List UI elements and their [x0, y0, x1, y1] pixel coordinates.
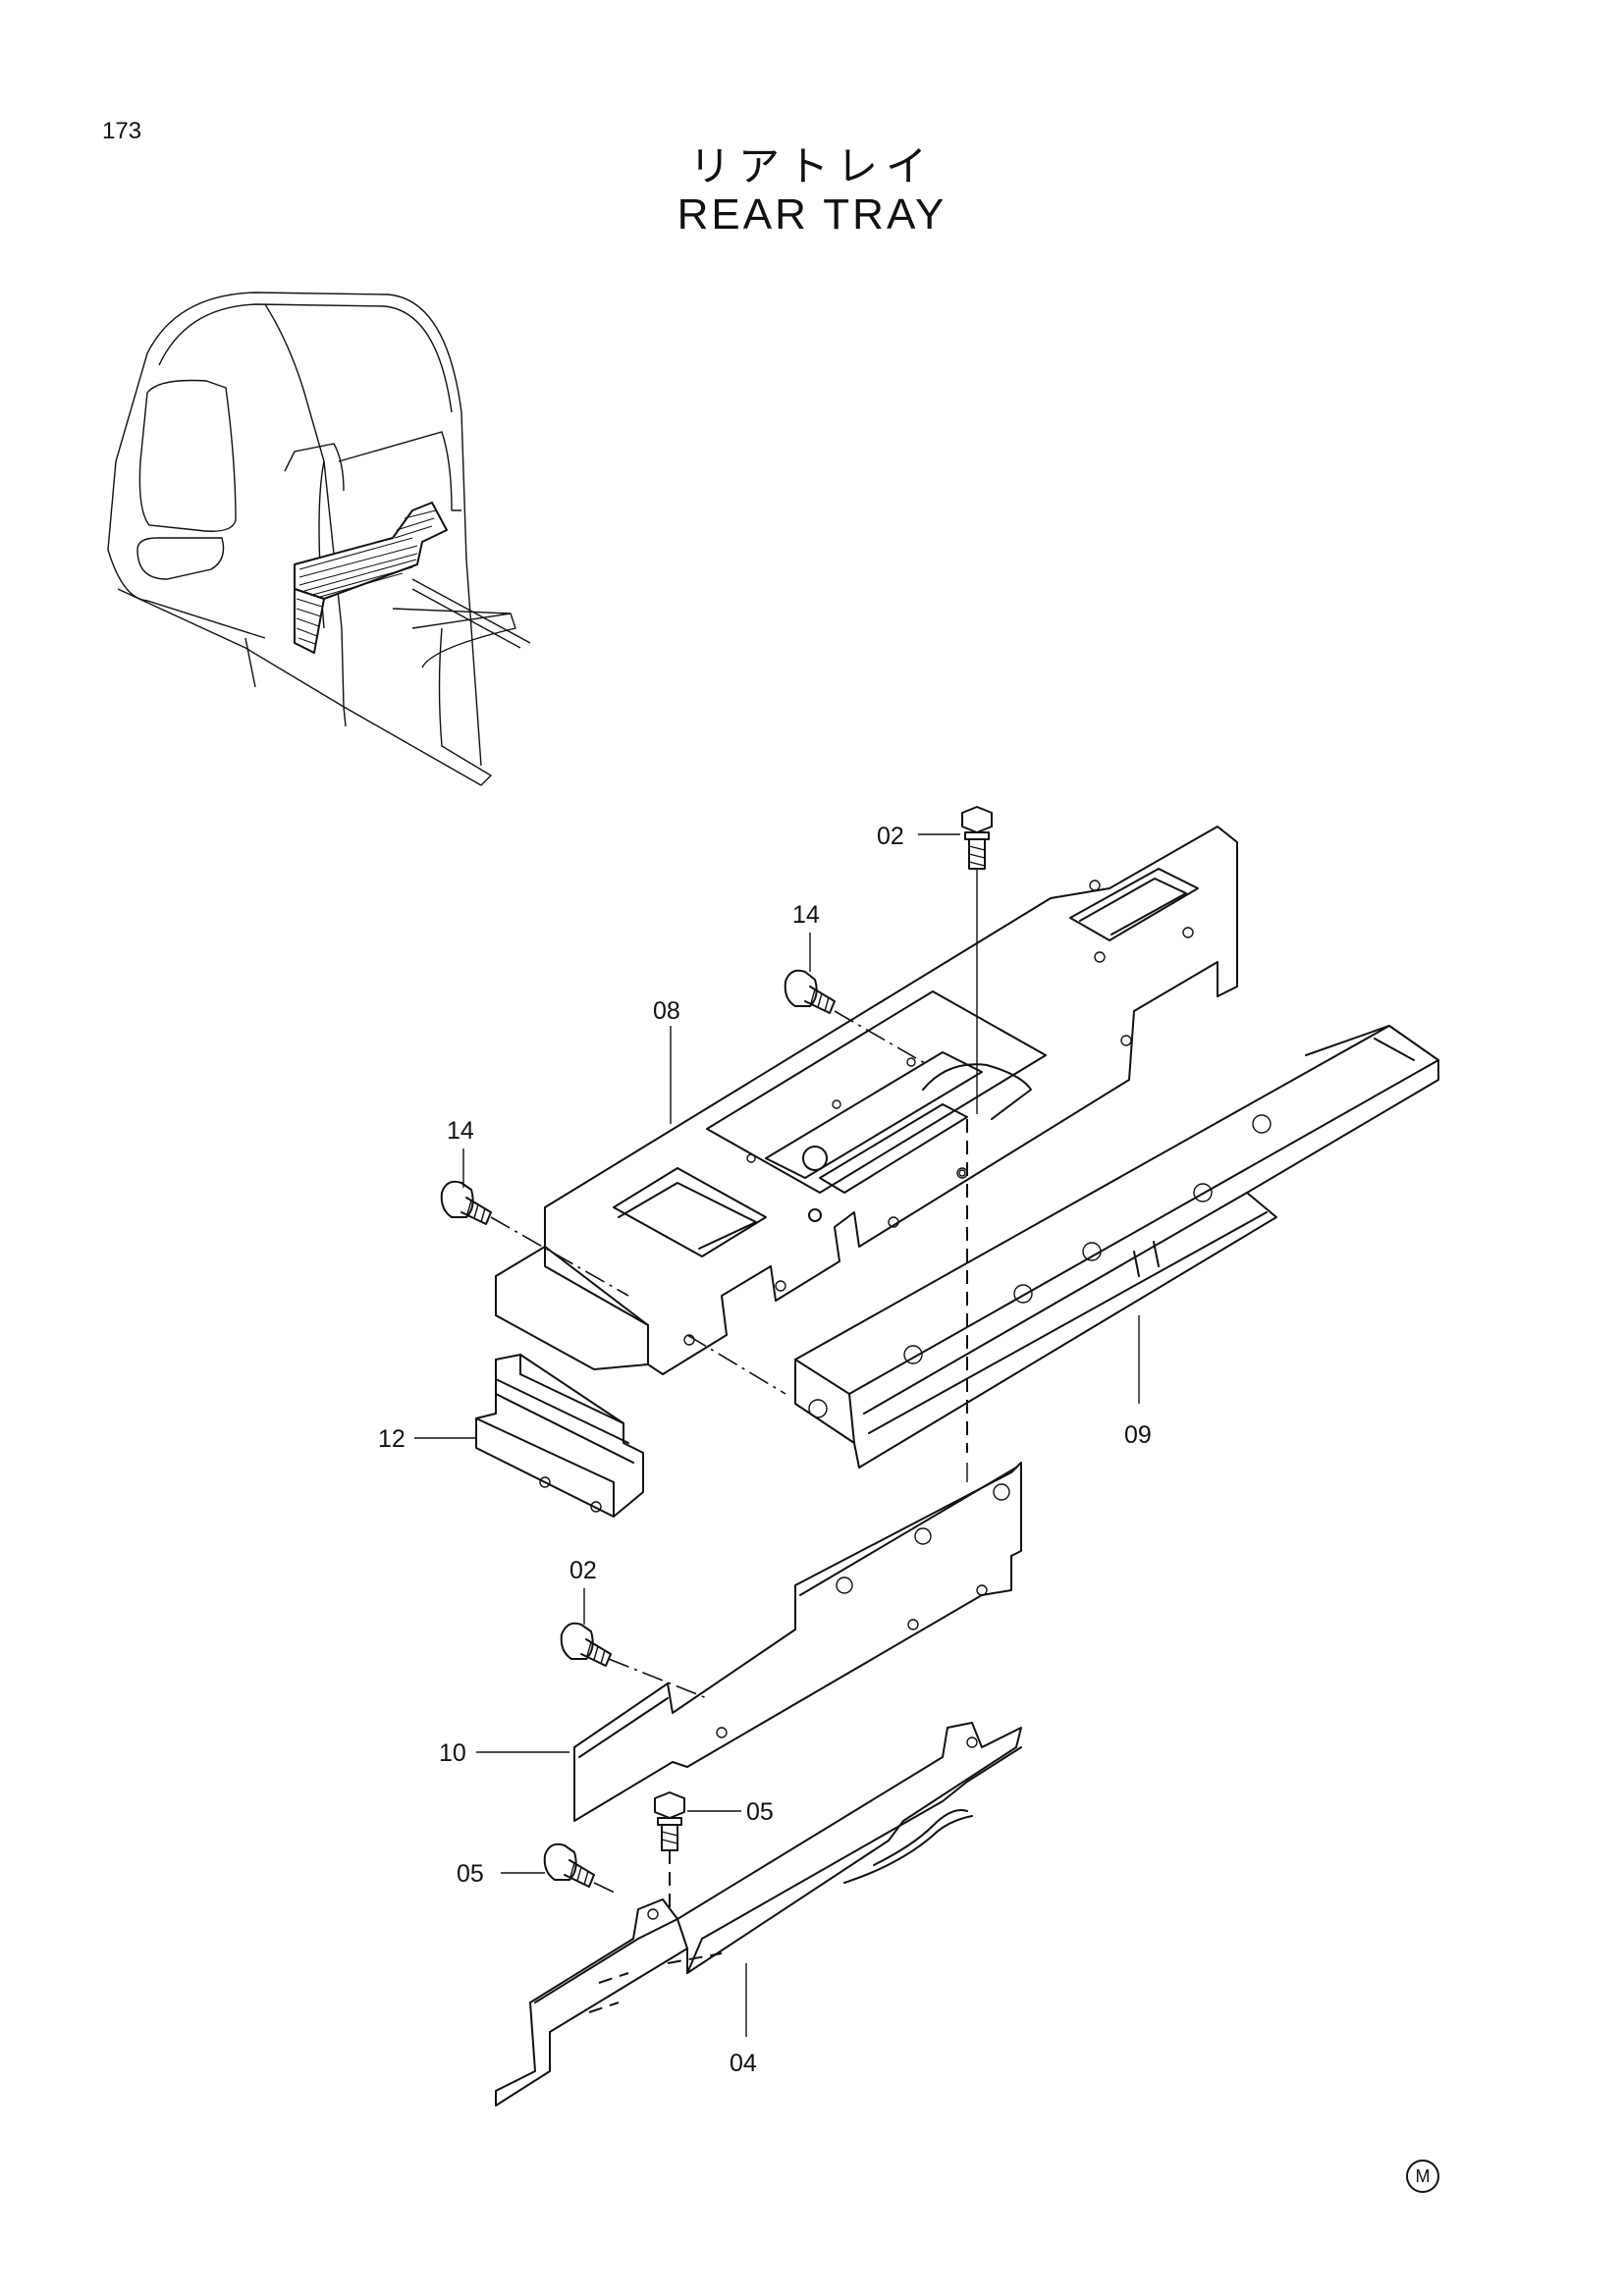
bolt-02-top — [961, 806, 993, 870]
callout-10: 10 — [439, 1739, 466, 1767]
callout-09: 09 — [1124, 1421, 1152, 1449]
leader-lines — [414, 833, 1140, 2037]
callouts: 02 14 08 14 12 09 02 10 05 05 04 — [378, 823, 1152, 2077]
page-number: 173 — [102, 118, 142, 144]
bolt-05-upper — [654, 1791, 685, 1851]
part-08-tray — [495, 826, 1238, 1375]
callout-12: 12 — [378, 1425, 406, 1453]
part-10-plate — [573, 1462, 1022, 1822]
callout-05-upper: 05 — [746, 1798, 774, 1826]
part-12-bracket — [475, 1354, 644, 1518]
part-09-rail — [794, 1025, 1439, 1468]
part-04-cover — [495, 1722, 1022, 2107]
callout-14-upper: 14 — [792, 901, 820, 929]
callout-02-lower: 02 — [569, 1557, 597, 1584]
corner-mark: M — [1406, 2160, 1439, 2193]
bolt-14-lower — [440, 1180, 492, 1225]
assembly-lines — [490, 869, 978, 1914]
callout-02-top: 02 — [877, 823, 904, 850]
callout-08: 08 — [653, 997, 680, 1025]
bolt-05-lower — [543, 1842, 595, 1888]
title-english: REAR TRAY — [677, 190, 947, 239]
title-japanese: リアトレイ — [688, 142, 935, 190]
bolt-02-lower — [560, 1622, 612, 1667]
cab-location-inset — [107, 292, 531, 786]
callout-14-lower: 14 — [447, 1117, 474, 1145]
callout-04: 04 — [730, 2050, 757, 2077]
callout-05-lower: 05 — [457, 1860, 484, 1888]
bolt-14-upper — [784, 969, 836, 1014]
